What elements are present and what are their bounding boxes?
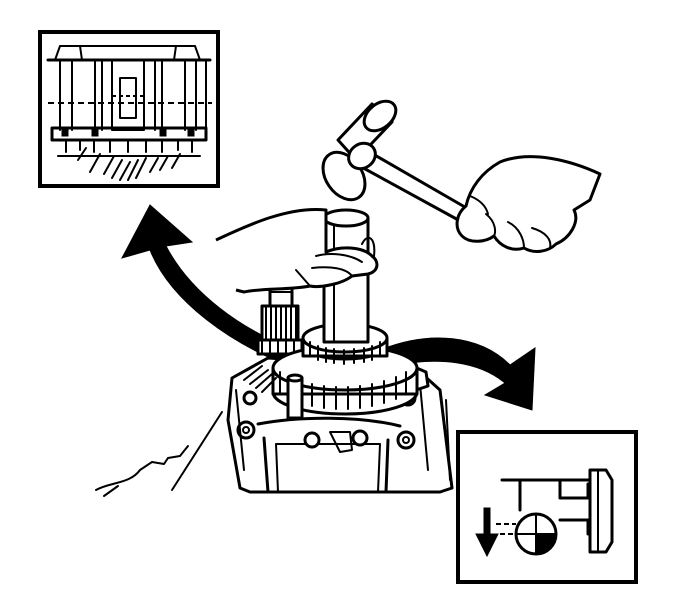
- curved-arrow-right: [379, 337, 536, 411]
- detail-inset-bottom-right: [456, 430, 638, 584]
- shaft: [256, 282, 304, 356]
- left-hand: [215, 207, 379, 294]
- hammer: [321, 99, 472, 224]
- right-hand: [455, 155, 602, 253]
- down-arrow: [475, 507, 499, 558]
- base-outline: [95, 411, 223, 497]
- detail-inset-top-left: [38, 30, 220, 188]
